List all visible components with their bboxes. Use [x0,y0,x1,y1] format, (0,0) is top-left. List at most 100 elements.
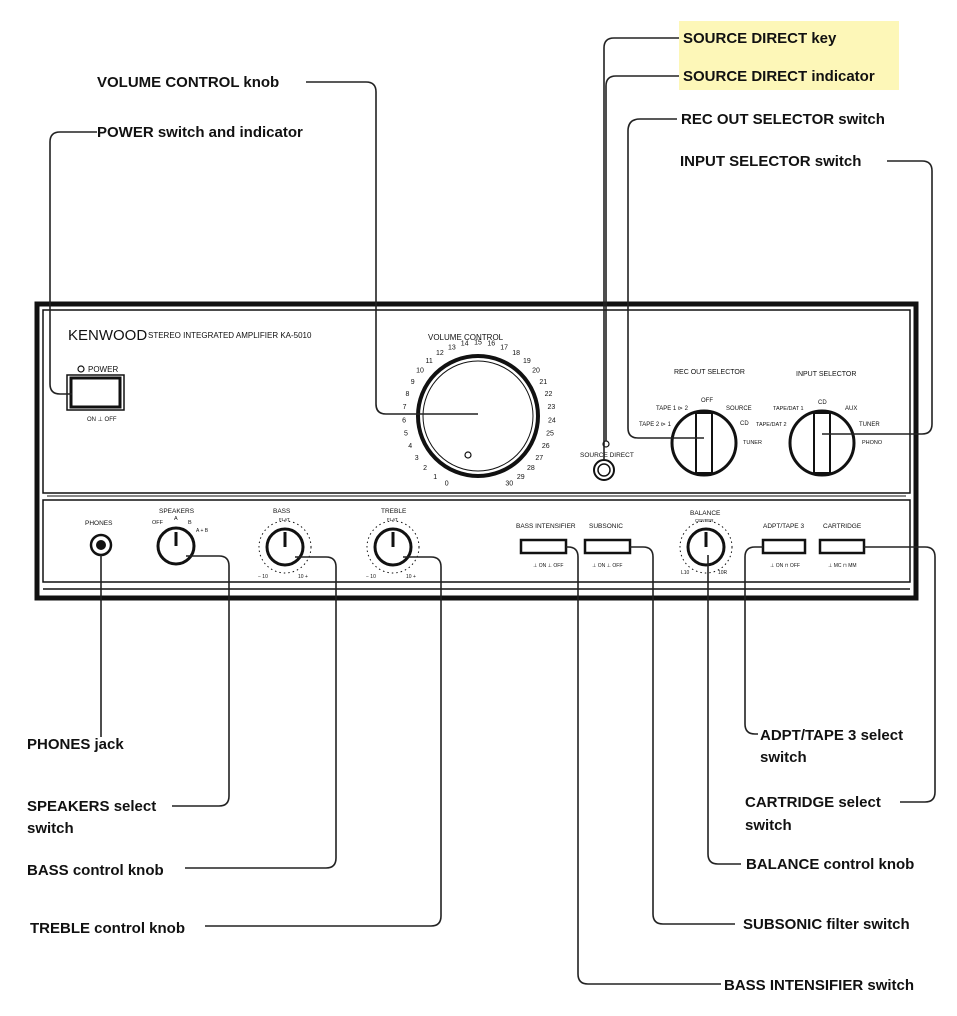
input-pos-tapedat2: TAPE/DAT 2 [756,422,787,428]
subsonic-title: SUBSONIC [589,523,623,530]
phones-group: PHONES [85,520,113,557]
volume-scale-label: 21 [539,379,547,386]
volume-scale-label: 4 [408,443,412,450]
volume-scale-label: 16 [487,341,495,348]
source-direct-group: SOURCE DIRECT [580,440,634,481]
callout-input-selector: INPUT SELECTOR switch [680,153,861,170]
bass-min: − 10 [258,574,268,580]
bass-group: BASS FLAT − 10 10 + [258,508,312,580]
power-button[interactable] [69,376,122,409]
adpt-tape3-title: ADPT/TAPE 3 [763,523,804,530]
front-panel: KENWOOD STEREO INTEGRATED AMPLIFIER KA-5… [34,301,919,601]
cartridge-button[interactable] [818,538,866,555]
treble-max: 10 + [406,574,416,580]
leader-source-direct-indicator [605,75,679,441]
rec-out-pos-off: OFF [701,398,713,404]
cartridge-title: CARTRIDGE [823,523,862,530]
subsonic-group: SUBSONIC ⊥ ON ⊥ OFF [583,523,632,569]
volume-scale-label: 17 [500,344,508,351]
leader-source-direct-key [603,37,679,460]
treble-flat: FLAT [387,517,398,522]
volume-scale-label: 14 [461,341,469,348]
rec-out-pos-source: SOURCE [726,406,752,412]
volume-scale-label: 1 [433,474,437,481]
rec-out-pos-cd: CD [740,421,749,427]
input-pos-aux: AUX [845,406,857,412]
power-switch-outer[interactable] [66,374,125,411]
speakers-b: B [188,520,192,526]
input-selector-group: INPUT SELECTOR CD TAPE/DAT 1 AUX TAPE/DA… [756,371,883,477]
speakers-title: SPEAKERS [159,508,195,515]
speakers-a: A [174,516,178,522]
leader-treble [205,556,442,927]
callout-cartridge-line1: CARTRIDGE select [745,794,881,811]
bass-flat: FLAT [279,517,290,522]
treble-title: TREBLE [381,508,407,515]
leader-subsonic [630,546,735,925]
leader-adpt-tape3 [744,546,763,735]
callout-balance-knob: BALANCE control knob [746,856,914,873]
cartridge-group: CARTRIDGE ⊥ MC ⊓ MM [818,523,866,569]
volume-scale-label: 5 [404,431,408,438]
balance-left: L10 [681,570,690,576]
treble-group: TREBLE FLAT − 10 10 + [366,508,420,580]
volume-scale-label: 19 [523,358,531,365]
callout-speakers-line1: SPEAKERS select [27,798,156,815]
bass-intensifier-group: BASS INTENSIFIER ⊥ ON ⊥ OFF [516,523,576,569]
volume-scale-label: 22 [545,391,553,398]
bass-intensifier-onoff: ⊥ ON ⊥ OFF [533,563,563,569]
bass-intensifier-button[interactable] [519,538,568,555]
subsonic-button[interactable] [583,538,632,555]
volume-scale-label: 8 [406,391,410,398]
leader-volume [306,81,478,415]
source-direct-label: SOURCE DIRECT [580,452,634,459]
volume-scale-label: 20 [532,368,540,375]
volume-scale-label: 11 [425,358,432,365]
input-pos-cd: CD [818,400,827,406]
leader-bass-intensifier [566,546,721,985]
leader-lines [49,37,936,985]
volume-scale-label: 24 [548,417,556,424]
leader-input [822,160,933,435]
leader-cartridge [864,546,936,803]
input-pos-phono: PHONO [862,440,883,446]
panel-outer-frame [34,301,919,601]
rec-out-selector-group: REC OUT SELECTOR OFF TAPE 1 ⊳ 2 SOURCE T… [639,369,762,477]
brand-logo: KENWOOD [68,327,147,344]
rec-out-pos-tape2: TAPE 2 ⊳ 1 [639,422,672,428]
phones-jack-hole [96,540,106,550]
subsonic-onoff: ⊥ ON ⊥ OFF [592,563,622,569]
callout-treble-knob: TREBLE control knob [30,920,185,937]
callout-labels: SOURCE DIRECT key SOURCE DIRECT indicato… [27,30,914,994]
callout-speakers-line2: switch [27,820,74,837]
speakers-off: OFF [152,520,164,526]
volume-scale-label: 12 [436,350,444,357]
leader-balance [707,555,741,865]
volume-scale-label: 27 [535,455,543,462]
leader-bass [185,556,337,869]
rec-out-pos-tape1: TAPE 1 ⊳ 2 [656,406,689,412]
volume-scale-label: 6 [402,417,406,424]
volume-scale-label: 7 [403,404,407,411]
adpt-tape3-onoff: ⊥ ON ⊓ OFF [770,563,800,569]
volume-scale-label: 25 [546,431,554,438]
callout-adpt-tape3-line1: ADPT/TAPE 3 select [760,727,903,744]
volume-knob[interactable] [416,354,540,478]
balance-group: BALANCE CENTER L10 10R [679,510,733,576]
callout-power-switch: POWER switch and indicator [97,124,303,141]
volume-scale-label: 29 [517,474,525,481]
volume-title: VOLUME CONTROL [428,333,504,342]
power-label: POWER [88,365,118,374]
source-direct-key[interactable] [593,459,615,481]
adpt-tape3-button[interactable] [761,538,807,555]
leader-power [49,131,97,395]
callout-phones-jack: PHONES jack [27,736,124,753]
input-pos-tuner: TUNER [859,422,880,428]
input-title: INPUT SELECTOR [796,371,856,378]
callout-cartridge-line2: switch [745,817,792,834]
adpt-tape3-group: ADPT/TAPE 3 ⊥ ON ⊓ OFF [761,523,807,569]
volume-knob-marker [464,451,472,459]
